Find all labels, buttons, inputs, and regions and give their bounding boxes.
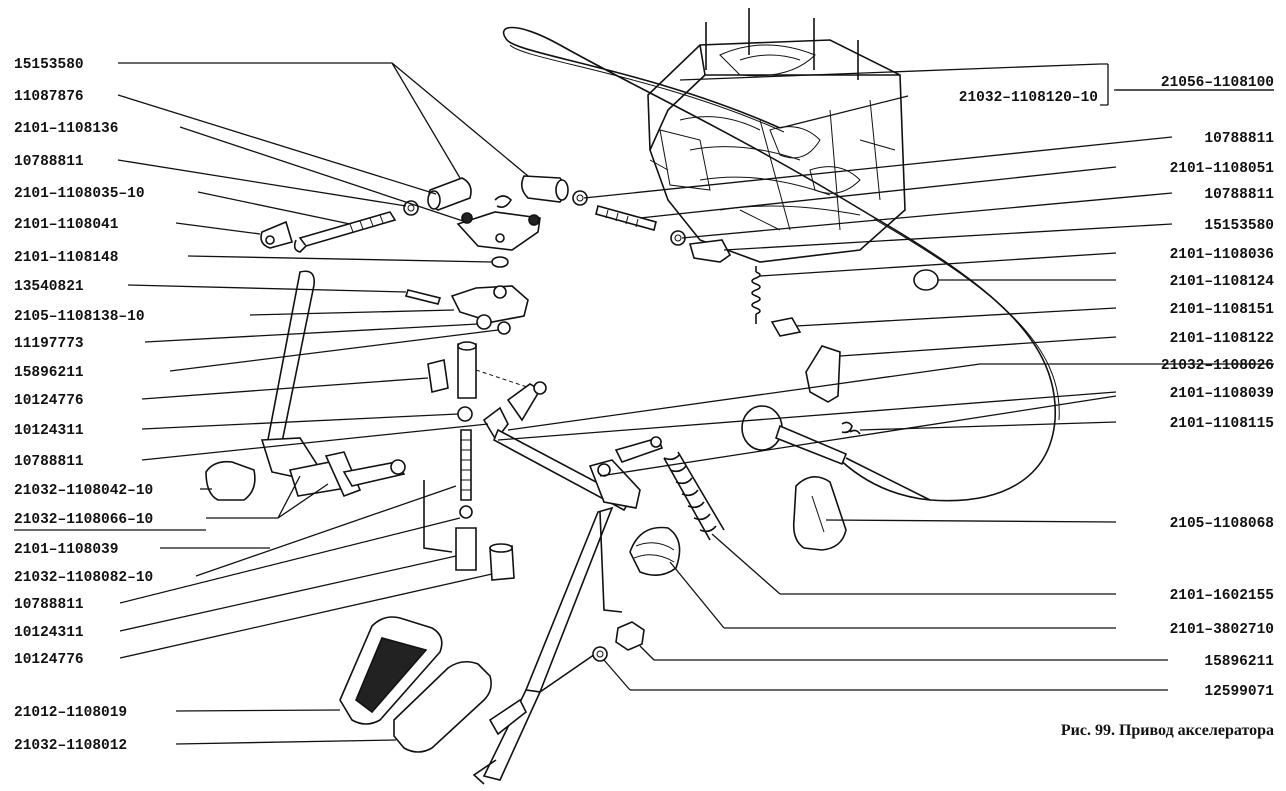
left-leader-lines: [14, 62, 529, 745]
part-label: 2105–1108138–10: [14, 309, 145, 325]
part-label: 2101–1108039: [14, 542, 118, 558]
part-label: 10788811: [14, 154, 84, 170]
part-label: 2101–1108115: [1170, 416, 1274, 432]
part-label: 2101–1108151: [1170, 302, 1275, 318]
part-label: 2101–1108122: [1170, 331, 1274, 347]
part-label: 2101–1108136: [14, 121, 118, 137]
right-leader-lines: [497, 63, 1274, 691]
part-label: 10124776: [14, 393, 84, 409]
right-labels: 21056–1108100 21032–1108120–10 10788811 …: [959, 75, 1275, 700]
part-label: 15896211: [14, 365, 84, 381]
part-label: 21012–1108019: [14, 705, 127, 721]
part-label: 2101–1108124: [1170, 274, 1275, 290]
part-label: 2101–1602155: [1170, 588, 1274, 604]
part-label: 10788811: [1204, 187, 1274, 203]
part-label: 2101–1108039: [1170, 386, 1274, 402]
part-label: 2101–1108041: [14, 217, 119, 233]
part-label: 2101–3802710: [1170, 622, 1274, 638]
pedal-shaft-assembly: [472, 381, 664, 785]
part-label: 21032–1108012: [14, 738, 127, 754]
part-label: 13540821: [14, 279, 84, 295]
part-label: 2101–1108035–10: [14, 186, 145, 202]
part-label: 21032–1108042–10: [14, 483, 153, 499]
part-label: 11197773: [14, 336, 84, 352]
right-side-parts: [592, 266, 939, 662]
part-label: 10788811: [14, 454, 84, 470]
part-label: 21032–1108066–10: [14, 512, 153, 528]
left-lever-assembly: [205, 270, 531, 553]
carburetor: [647, 8, 906, 263]
part-label: 10788811: [14, 597, 84, 613]
part-label: 10124776: [14, 652, 84, 668]
left-labels: 15153580 11087876 2101–1108136 10788811 …: [14, 57, 153, 754]
part-label: 21032–1108026: [1161, 358, 1274, 374]
part-label: 21032–1108082–10: [14, 570, 153, 586]
accelerator-cable: [502, 26, 1060, 502]
part-label: 2105–1108068: [1170, 516, 1274, 532]
part-label: 2101–1108051: [1170, 161, 1275, 177]
assembly-label: 21056–1108100: [1161, 75, 1274, 91]
part-label: 12599071: [1204, 684, 1274, 700]
part-label: 15153580: [1204, 218, 1274, 234]
part-label: 15896211: [1204, 654, 1274, 670]
part-label: 10124311: [14, 625, 84, 641]
part-label: 15153580: [14, 57, 84, 73]
upper-linkage-parts: [260, 175, 732, 581]
pedal-pads: [339, 616, 492, 753]
part-label: 11087876: [14, 89, 84, 105]
part-label: 2101–1108148: [14, 250, 118, 266]
figure-caption: Рис. 99. Привод акселератора: [1061, 722, 1274, 739]
part-label: 10124311: [14, 423, 84, 439]
part-label: 21032–1108120–10: [959, 90, 1098, 106]
part-label: 10788811: [1204, 131, 1274, 147]
part-label: 2101–1108036: [1170, 247, 1274, 263]
